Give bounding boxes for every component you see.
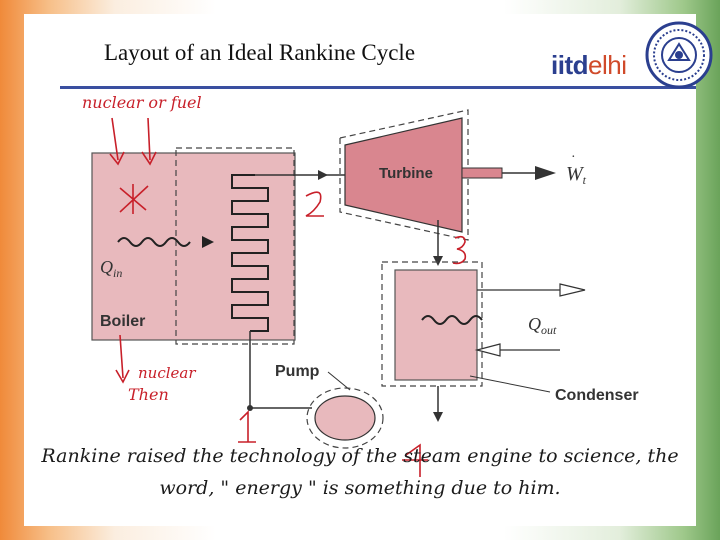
work-out-label: Wt [566,163,587,187]
svg-text:·: · [571,150,576,165]
pump-dashed [306,387,384,449]
pump-label: Pump [275,363,320,380]
work-arrow [535,166,556,180]
boiler-coil [231,174,269,332]
state-node-1 [247,405,253,411]
boiler-inner-dashed [175,147,295,345]
boiler-label: Boiler [100,313,145,330]
heat-out-label: Qout [528,314,557,337]
turbine-shaft [461,167,503,179]
caption-line-1: Rankine raised the technology of the ste… [41,445,679,467]
institute-seal-icon [645,21,713,89]
turbine-dashed [339,109,469,241]
caption-line-2: word, " energy " is something due to him… [159,477,561,499]
note-nuclear: nuclear [138,364,196,382]
handwritten-annotations [109,117,467,477]
page-title: Layout of an Ideal Rankine Cycle [104,40,416,65]
iitd-logo-text: iitdelhi [551,50,627,80]
condenser-dashed [381,261,483,387]
pipe-arrow-2 [318,170,328,180]
condenser-box [394,269,478,381]
note-fuel: nuclear or fuel [82,93,202,112]
note-then: Then [128,385,169,404]
heat-out-wave [421,315,483,325]
pump-body [314,395,376,441]
title-divider [60,86,696,89]
condenser-label: Condenser [555,387,639,404]
caption-text: Rankine raised the technology of the ste… [30,440,690,504]
heat-in-wave [117,237,191,247]
turbine-label: Turbine [379,165,433,182]
boiler-box [91,152,296,341]
turbine-body [344,117,463,233]
heat-in-label: Qin [100,257,122,280]
